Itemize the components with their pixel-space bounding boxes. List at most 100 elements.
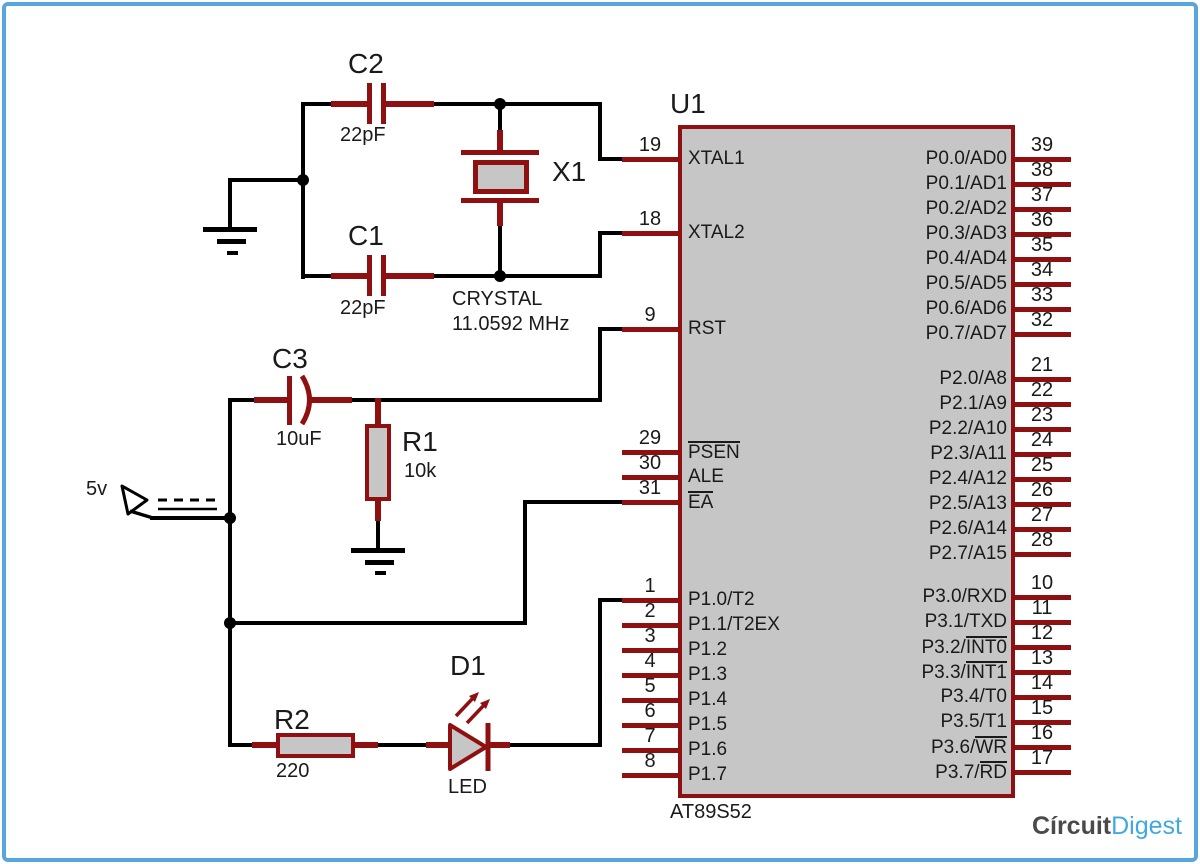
c1-ref: C1 bbox=[348, 220, 384, 251]
wire-ea-h bbox=[228, 621, 527, 625]
pin-stub-4 bbox=[622, 673, 678, 678]
lead-r1-bottom bbox=[375, 499, 381, 521]
pin-number-36: 36 bbox=[1030, 209, 1054, 231]
wire-xtal1-v bbox=[598, 102, 602, 161]
c2-value: 22pF bbox=[340, 124, 386, 146]
pin-number-19: 19 bbox=[638, 134, 662, 156]
pin-label-25: P2.4/A12 bbox=[928, 468, 1007, 489]
x1-ref: X1 bbox=[552, 156, 587, 187]
pin-number-4: 4 bbox=[644, 650, 656, 672]
pin-stub-6 bbox=[622, 723, 678, 728]
pin-label-6: P1.5 bbox=[688, 714, 728, 735]
x1-value-line2: 11.0592 MHz bbox=[452, 313, 570, 335]
chip-part-number: AT89S52 bbox=[670, 801, 752, 823]
logo-text-circuit: Círcuit bbox=[1031, 812, 1112, 840]
wire-xtal2-h bbox=[598, 231, 626, 235]
pin-number-33: 33 bbox=[1030, 284, 1054, 306]
pin-stub-10 bbox=[1013, 595, 1071, 600]
lead-c3-right bbox=[309, 397, 352, 403]
pin-number-1: 1 bbox=[644, 575, 656, 597]
pin-stub-21 bbox=[1013, 377, 1071, 382]
pin-stub-5 bbox=[622, 698, 678, 703]
led-arrow-icon bbox=[465, 701, 488, 725]
pin-stub-28 bbox=[1013, 552, 1071, 557]
pin-label-15: P3.5/T1 bbox=[940, 711, 1007, 732]
pin-label-21: P2.0/A8 bbox=[939, 368, 1007, 389]
pin-label-29: PSEN bbox=[688, 441, 740, 463]
wire-p10-v bbox=[598, 598, 602, 747]
pin-label-13: P3.3/INT1 bbox=[921, 661, 1007, 683]
c1-plate-left bbox=[367, 255, 372, 296]
wire-ground1-stub-h bbox=[228, 178, 304, 182]
ground-icon bbox=[217, 239, 246, 244]
x1-plate-top bbox=[461, 150, 539, 155]
wire-left-rail-top bbox=[301, 102, 305, 279]
pin-stub-15 bbox=[1013, 720, 1071, 725]
pin-number-18: 18 bbox=[638, 208, 662, 230]
c3-plate-straight bbox=[287, 376, 292, 425]
c1-plate-right bbox=[381, 255, 386, 296]
lead-c1-right bbox=[386, 273, 434, 279]
wire-r1-ground bbox=[376, 519, 380, 550]
pin-number-5: 5 bbox=[644, 675, 656, 697]
wire-p10-pin bbox=[598, 598, 626, 602]
pin-number-15: 15 bbox=[1030, 697, 1054, 719]
pin-label-30: ALE bbox=[688, 466, 724, 487]
pin-number-35: 35 bbox=[1030, 234, 1054, 256]
r1-ref: R1 bbox=[402, 426, 438, 457]
pin-stub-33 bbox=[1013, 307, 1071, 312]
pin-number-34: 34 bbox=[1030, 259, 1054, 281]
pin-stub-38 bbox=[1013, 182, 1071, 187]
pin-number-31: 31 bbox=[638, 477, 662, 499]
pin-label-38: P0.1/AD1 bbox=[925, 173, 1007, 194]
circuitdigest-logo: CírcuitDigest bbox=[1020, 812, 1182, 841]
pin-number-2: 2 bbox=[644, 600, 656, 622]
wire-xtal1-h bbox=[598, 157, 626, 161]
pin-label-22: P2.1/A9 bbox=[939, 393, 1007, 414]
pin-label-26: P2.5/A13 bbox=[928, 493, 1007, 514]
power-5v-link bbox=[129, 509, 154, 520]
wire-c1-right bbox=[434, 274, 602, 278]
led-arrow-icon bbox=[454, 694, 477, 718]
pin-number-7: 7 bbox=[644, 725, 656, 747]
x1-value-line1: CRYSTAL bbox=[452, 288, 543, 310]
lead-r1-top bbox=[375, 398, 381, 427]
ground-icon bbox=[365, 560, 394, 565]
pin-number-30: 30 bbox=[638, 452, 662, 474]
pin-number-3: 3 bbox=[644, 625, 656, 647]
pin-stub-16 bbox=[1013, 745, 1071, 750]
pin-stub-18 bbox=[622, 231, 678, 236]
lead-d1-left bbox=[426, 742, 452, 748]
wire-c1-left bbox=[301, 274, 331, 278]
pin-number-12: 12 bbox=[1030, 622, 1054, 644]
pin-label-10: P3.0/RXD bbox=[922, 586, 1007, 607]
pin-number-23: 23 bbox=[1030, 404, 1054, 426]
wire-xtal2-v bbox=[598, 231, 602, 278]
pin-label-31: EA bbox=[688, 491, 714, 513]
pin-label-32: P0.7/AD7 bbox=[925, 323, 1007, 344]
pin-stub-23 bbox=[1013, 427, 1071, 432]
pin-stub-12 bbox=[1013, 645, 1071, 650]
pin-label-27: P2.6/A14 bbox=[928, 518, 1007, 539]
chip-ref: U1 bbox=[670, 88, 706, 119]
pin-stub-1 bbox=[622, 598, 678, 603]
pin-label-37: P0.2/AD2 bbox=[925, 198, 1007, 219]
pin-label-23: P2.2/A10 bbox=[928, 418, 1007, 439]
wire-rst-pin bbox=[598, 327, 626, 331]
lead-d1-right bbox=[489, 742, 510, 748]
junction-dot bbox=[494, 98, 506, 110]
wire-c2-right bbox=[434, 102, 602, 106]
pin-label-2: P1.1/T2EX bbox=[688, 614, 780, 635]
d1-ref: D1 bbox=[450, 650, 486, 681]
crystal-body bbox=[473, 160, 529, 194]
wire-left-rail-bottom bbox=[228, 398, 232, 747]
lead-c1-left bbox=[331, 273, 367, 279]
pin-label-4: P1.3 bbox=[688, 664, 728, 685]
pin-label-35: P0.4/AD4 bbox=[925, 248, 1007, 269]
pin-number-11: 11 bbox=[1031, 597, 1053, 619]
chip-body-at89s52 bbox=[678, 125, 1015, 798]
ground-icon bbox=[375, 571, 386, 575]
c2-plate-right bbox=[381, 83, 386, 124]
